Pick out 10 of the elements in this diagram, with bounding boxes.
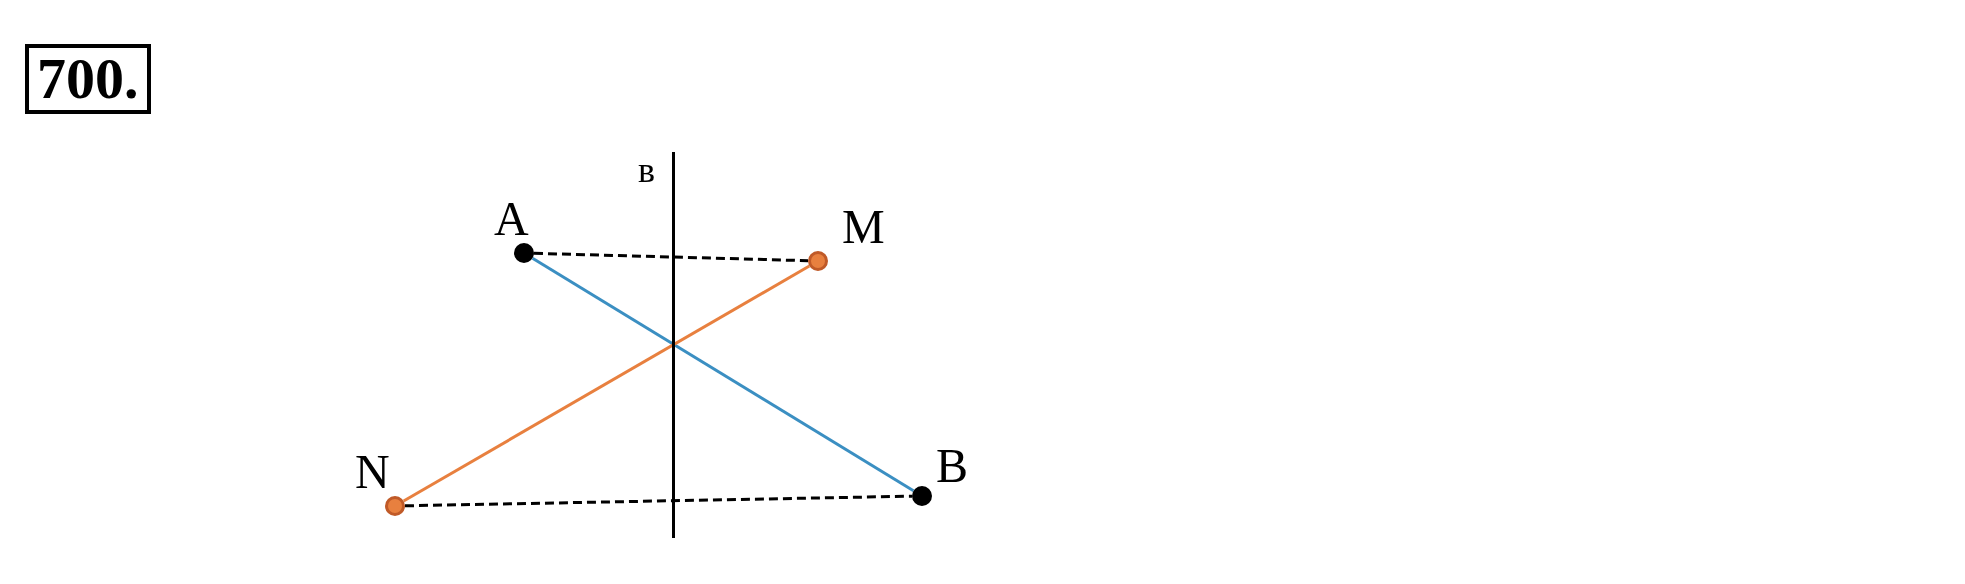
segment: [402, 264, 811, 503]
point-label: A: [494, 195, 529, 243]
dashed-segment: [533, 251, 809, 263]
point-label: M: [842, 203, 885, 251]
point-label: N: [355, 448, 390, 496]
point-label: B: [936, 442, 968, 490]
segment: [531, 256, 915, 493]
line-label: в: [638, 152, 655, 188]
problem-number: 700.: [25, 44, 151, 114]
dashed-segment: [404, 494, 913, 508]
